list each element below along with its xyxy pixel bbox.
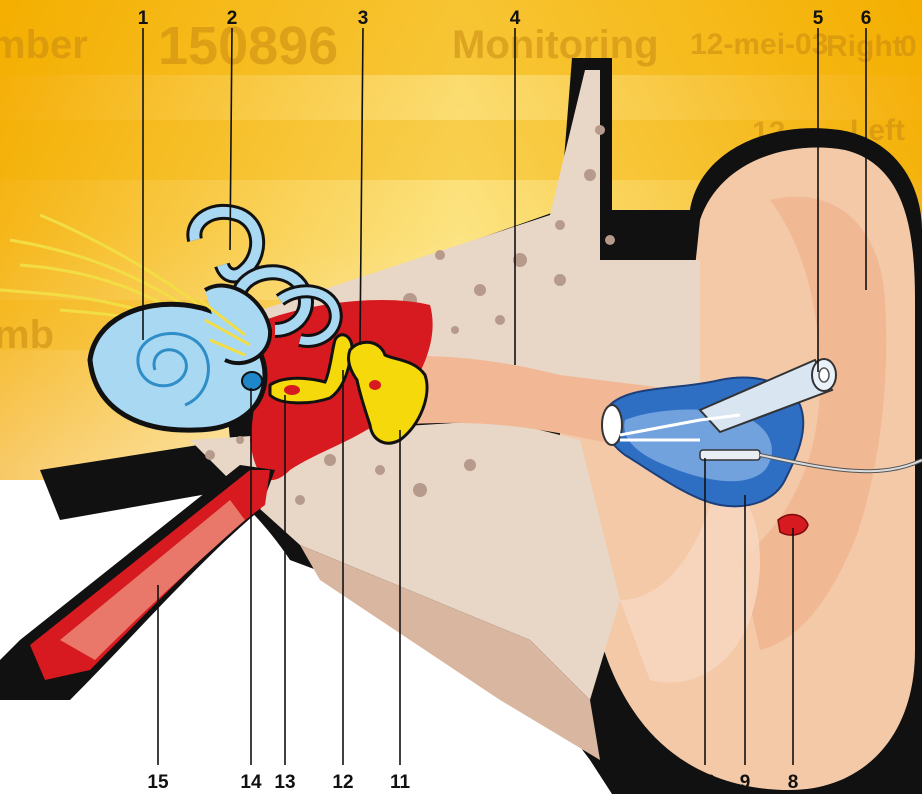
label-3: 3 <box>358 8 369 29</box>
label-14: 14 <box>240 772 262 793</box>
display-text: 150896 <box>158 16 338 76</box>
label-13: 13 <box>274 772 295 793</box>
display-text: 12-mei-03 <box>690 28 828 61</box>
label-9: 9 <box>740 772 751 793</box>
oval-window <box>242 372 262 390</box>
label-4: 4 <box>510 8 521 29</box>
label-1: 1 <box>138 8 149 29</box>
label-12: 12 <box>332 772 353 793</box>
label-2: 2 <box>227 8 238 29</box>
display-text: Right <box>826 30 903 63</box>
display-text: mb <box>0 313 54 357</box>
display-text: Monitoring <box>452 23 659 67</box>
label-11: 11 <box>390 772 411 793</box>
display-text: 0 <box>900 30 917 63</box>
label-5: 5 <box>813 8 824 29</box>
label-6: 6 <box>861 8 872 29</box>
label-10: 10 <box>694 772 715 793</box>
label-8: 8 <box>788 772 799 793</box>
label-15: 15 <box>147 772 169 793</box>
display-text: mber <box>0 23 88 67</box>
